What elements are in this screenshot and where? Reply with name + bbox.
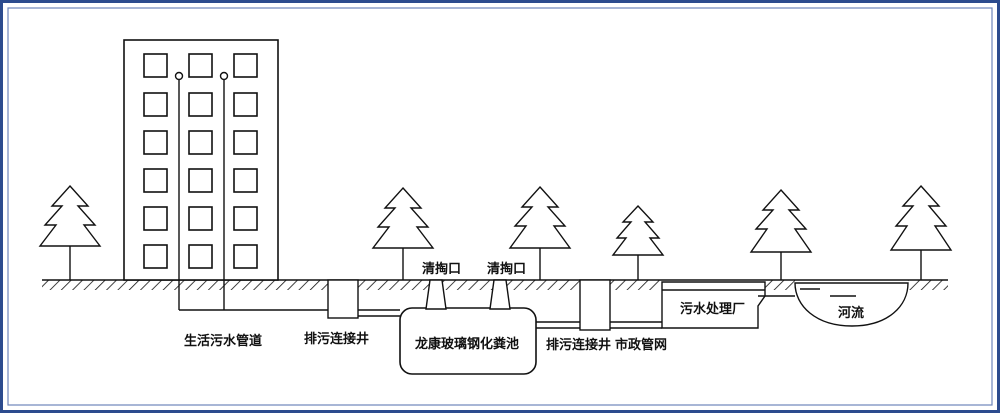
label-treatment-plant: 污水处理厂 xyxy=(680,302,746,317)
tree-3 xyxy=(508,185,572,280)
municipal-pipe xyxy=(610,321,662,329)
label-connection-well-left: 排污连接井 xyxy=(304,332,370,347)
label-sewage-pipe: 生活污水管道 xyxy=(184,334,263,349)
building xyxy=(123,39,279,281)
label-connection-well-right: 排污连接井 xyxy=(546,338,612,353)
cleanout-risers xyxy=(425,279,511,310)
inner-border xyxy=(7,7,993,406)
label-cleanout-right: 清掏口 xyxy=(487,262,527,277)
ground-hatch xyxy=(42,280,948,290)
pipe-well-to-tank xyxy=(358,309,400,317)
tree-6 xyxy=(889,184,953,280)
connection-well-right xyxy=(579,279,611,331)
label-septic-tank: 龙康玻璃钢化粪池 xyxy=(415,337,520,352)
tree-4 xyxy=(611,204,665,280)
pipe-tank-to-well xyxy=(536,321,580,329)
label-municipal-network: 市政管网 xyxy=(615,338,668,353)
septic-tank xyxy=(399,307,537,375)
label-cleanout-left: 清掏口 xyxy=(422,262,462,277)
building-vent-pipes xyxy=(174,71,229,310)
connection-well-left xyxy=(327,279,359,319)
tree-1 xyxy=(38,184,102,280)
tree-2 xyxy=(371,186,435,280)
treatment-plant xyxy=(661,281,795,329)
river xyxy=(794,282,909,327)
label-river: 河流 xyxy=(838,306,865,321)
tree-5 xyxy=(749,188,813,280)
